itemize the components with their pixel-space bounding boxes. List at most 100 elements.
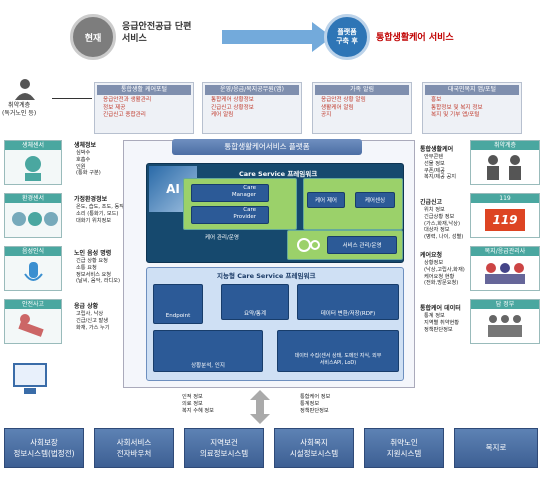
- header-banner: 현재 응급안전공급 단편 서비스 플랫폼 구축 후 통합생활케어 서비스: [62, 8, 532, 68]
- left-box-title: 안전사고: [5, 300, 61, 309]
- 119-logo: 119: [485, 209, 525, 231]
- left-item: 인원: [76, 163, 86, 170]
- left-label: 응급 상황: [74, 303, 99, 310]
- platform-panel: 통합생활케어서비스 플랫폼 AI Care Service 프레임워크 Care…: [123, 139, 415, 388]
- stats: 요약/통계: [221, 284, 289, 320]
- left-label: 가정환경정보: [74, 196, 108, 203]
- top-box-title: 대국민복지 앱/포털: [425, 85, 519, 95]
- accident-icon: [18, 314, 44, 337]
- top-box-item: 긴급신고 상황정보: [211, 104, 254, 111]
- endpoint: Endpoint: [153, 284, 203, 324]
- group-icon: [488, 315, 522, 337]
- right-item: 지역별 취약현황: [424, 319, 460, 326]
- top-box-public: 대국민복지 앱/포털 홍보 통합정보 및 복지 정보 복지 및 기부 앱/포털: [422, 82, 522, 134]
- left-item: 소통 요청: [76, 264, 97, 271]
- left-item: 고립사, 낙상: [76, 311, 104, 317]
- left-item: 호흡수: [76, 156, 91, 163]
- bottom-note: 통합케어 정보: [300, 394, 331, 400]
- left-box-bio: 생체센서: [4, 140, 62, 185]
- left-box-env: 환경센서: [4, 193, 62, 238]
- top-box-title: 통합생활 케어포털: [97, 85, 191, 95]
- caregiver-icon: [485, 263, 525, 284]
- bottom-note: 의료 정보: [182, 400, 203, 407]
- right-label: 케어요청: [420, 252, 443, 259]
- left-item: 온도, 습도, 조도, 동작: [76, 204, 125, 210]
- current-badge: 현재: [70, 14, 116, 60]
- after-badge: 플랫폼 구축 후: [324, 14, 370, 60]
- service-mgmt: 서비스 관리/운영: [327, 236, 397, 254]
- platform-title: 통합생활케어서비스 플랫폼: [172, 139, 362, 155]
- intel-framework: 지능형 Care Service 프레임워크 Endpoint 요약/통계 데이…: [146, 267, 404, 381]
- top-box-portal: 통합생활 케어포털 응급안전과 생활관리 정보 제공 긴급신고 종합관리: [94, 82, 194, 134]
- care-mgmt-label: 케어 관리/운영: [205, 235, 239, 241]
- right-box-title: 복지/응급관리사: [471, 247, 539, 256]
- left-item: 소리 (통화기, 모드): [76, 210, 119, 217]
- left-box-voice: 음성인식: [4, 246, 62, 291]
- transition-arrow-icon: [222, 22, 332, 52]
- top-box-title: 운영/응급/복지공무원(앱): [205, 85, 299, 95]
- right-item: 케어요청 현황: [424, 273, 455, 280]
- bottom-note: 정책판단정보: [300, 407, 329, 414]
- microphone-icon: [24, 262, 43, 281]
- system-box: 사회복지 시설정보시스템: [274, 428, 354, 468]
- right-item: 위치 정보: [424, 207, 445, 213]
- biosensor-icon: [25, 156, 41, 181]
- left-label: 노인 음성 명령: [74, 250, 112, 257]
- target-label: 취약계층 (독거노인 등): [2, 102, 37, 117]
- right-item: 쿠폰/제공: [424, 167, 445, 174]
- right-item: (가스,화재,낙상): [424, 220, 460, 227]
- right-item: 복지/제공 공지: [424, 174, 457, 181]
- top-box-item: 응급안전과 생활관리: [103, 97, 152, 103]
- right-label: 긴급신고: [420, 199, 443, 206]
- top-box-title: 가족 알림: [315, 85, 409, 95]
- environment-sensor-icon: [12, 212, 58, 226]
- top-box-family: 가족 알림 응급안전 상황 알림 생활케어 알림 공지: [312, 82, 412, 134]
- bottom-note: 복지 수혜 정보: [182, 407, 214, 414]
- top-box-item: 응급안전 상황 알림: [321, 97, 366, 103]
- gear-icon: [297, 238, 320, 252]
- system-box: 지역보건 의료정보시스템: [184, 428, 264, 468]
- right-box-title: 담 정부: [471, 300, 539, 309]
- top-box-item: 케어 알림: [211, 112, 234, 119]
- right-item: (병력, 나이, 성별): [424, 234, 464, 240]
- left-box-title: 생체센서: [5, 141, 61, 150]
- right-label: 통합생활케어: [420, 146, 454, 153]
- after-text: 통합생활케어 서비스: [376, 33, 454, 43]
- top-box-item: 긴급신고 종합관리: [103, 112, 146, 119]
- left-item: 화재, 가스 누기: [76, 324, 110, 331]
- system-box: 복지로: [454, 428, 538, 468]
- top-box-item: 생활케어 알림: [321, 104, 354, 111]
- system-box: 사회보장 정보시스템(법정전): [4, 428, 84, 468]
- top-box-item: 공지: [321, 112, 332, 119]
- care-sensing: 케어센싱: [355, 192, 395, 208]
- intel-title: 지능형 Care Service 프레임워크: [217, 272, 316, 280]
- right-box-gov: 담 정부: [470, 299, 540, 344]
- left-item: 긴급 상황 요청: [76, 258, 108, 264]
- right-item: 선물 정보: [424, 160, 445, 167]
- left-label: 생체정보: [74, 142, 97, 149]
- right-item: 대상자 정보: [424, 227, 450, 234]
- right-item: 정책판단정보: [424, 326, 453, 333]
- right-item: 통계 정보: [424, 313, 445, 319]
- care-manager: Care Manager: [191, 184, 269, 202]
- right-item: (낙상,고립사,화재): [424, 266, 465, 273]
- current-text: 응급안전공급 단편 서비스: [122, 22, 192, 44]
- left-item: 긴급/신고 발생: [76, 317, 109, 324]
- right-box-welfare: 복지/응급관리사: [470, 246, 540, 291]
- bidirectional-arrow-icon: [250, 390, 270, 424]
- right-box-title: 119: [471, 194, 539, 203]
- care-control: 케어 제어: [307, 192, 345, 208]
- top-box-item: 정보 제공: [103, 104, 126, 111]
- right-item: 안부콘텐: [424, 154, 444, 160]
- system-box: 사회서비스 전자바우처: [94, 428, 174, 468]
- right-item: (전화,방문요청): [424, 280, 459, 287]
- left-item: (통화 구분): [76, 170, 101, 177]
- bottom-note: 통계정보: [300, 400, 320, 407]
- bottom-note: 인적 정보: [182, 394, 203, 400]
- right-item: 긴급상황 정보: [424, 213, 455, 220]
- right-label: 통합케어 데이터: [420, 305, 461, 312]
- framework-title: Care Service 프레임워크: [239, 170, 318, 178]
- left-box-accident: 안전사고: [4, 299, 62, 344]
- right-box-119: 119 119: [470, 193, 540, 238]
- top-box-item: 홍보: [431, 97, 442, 103]
